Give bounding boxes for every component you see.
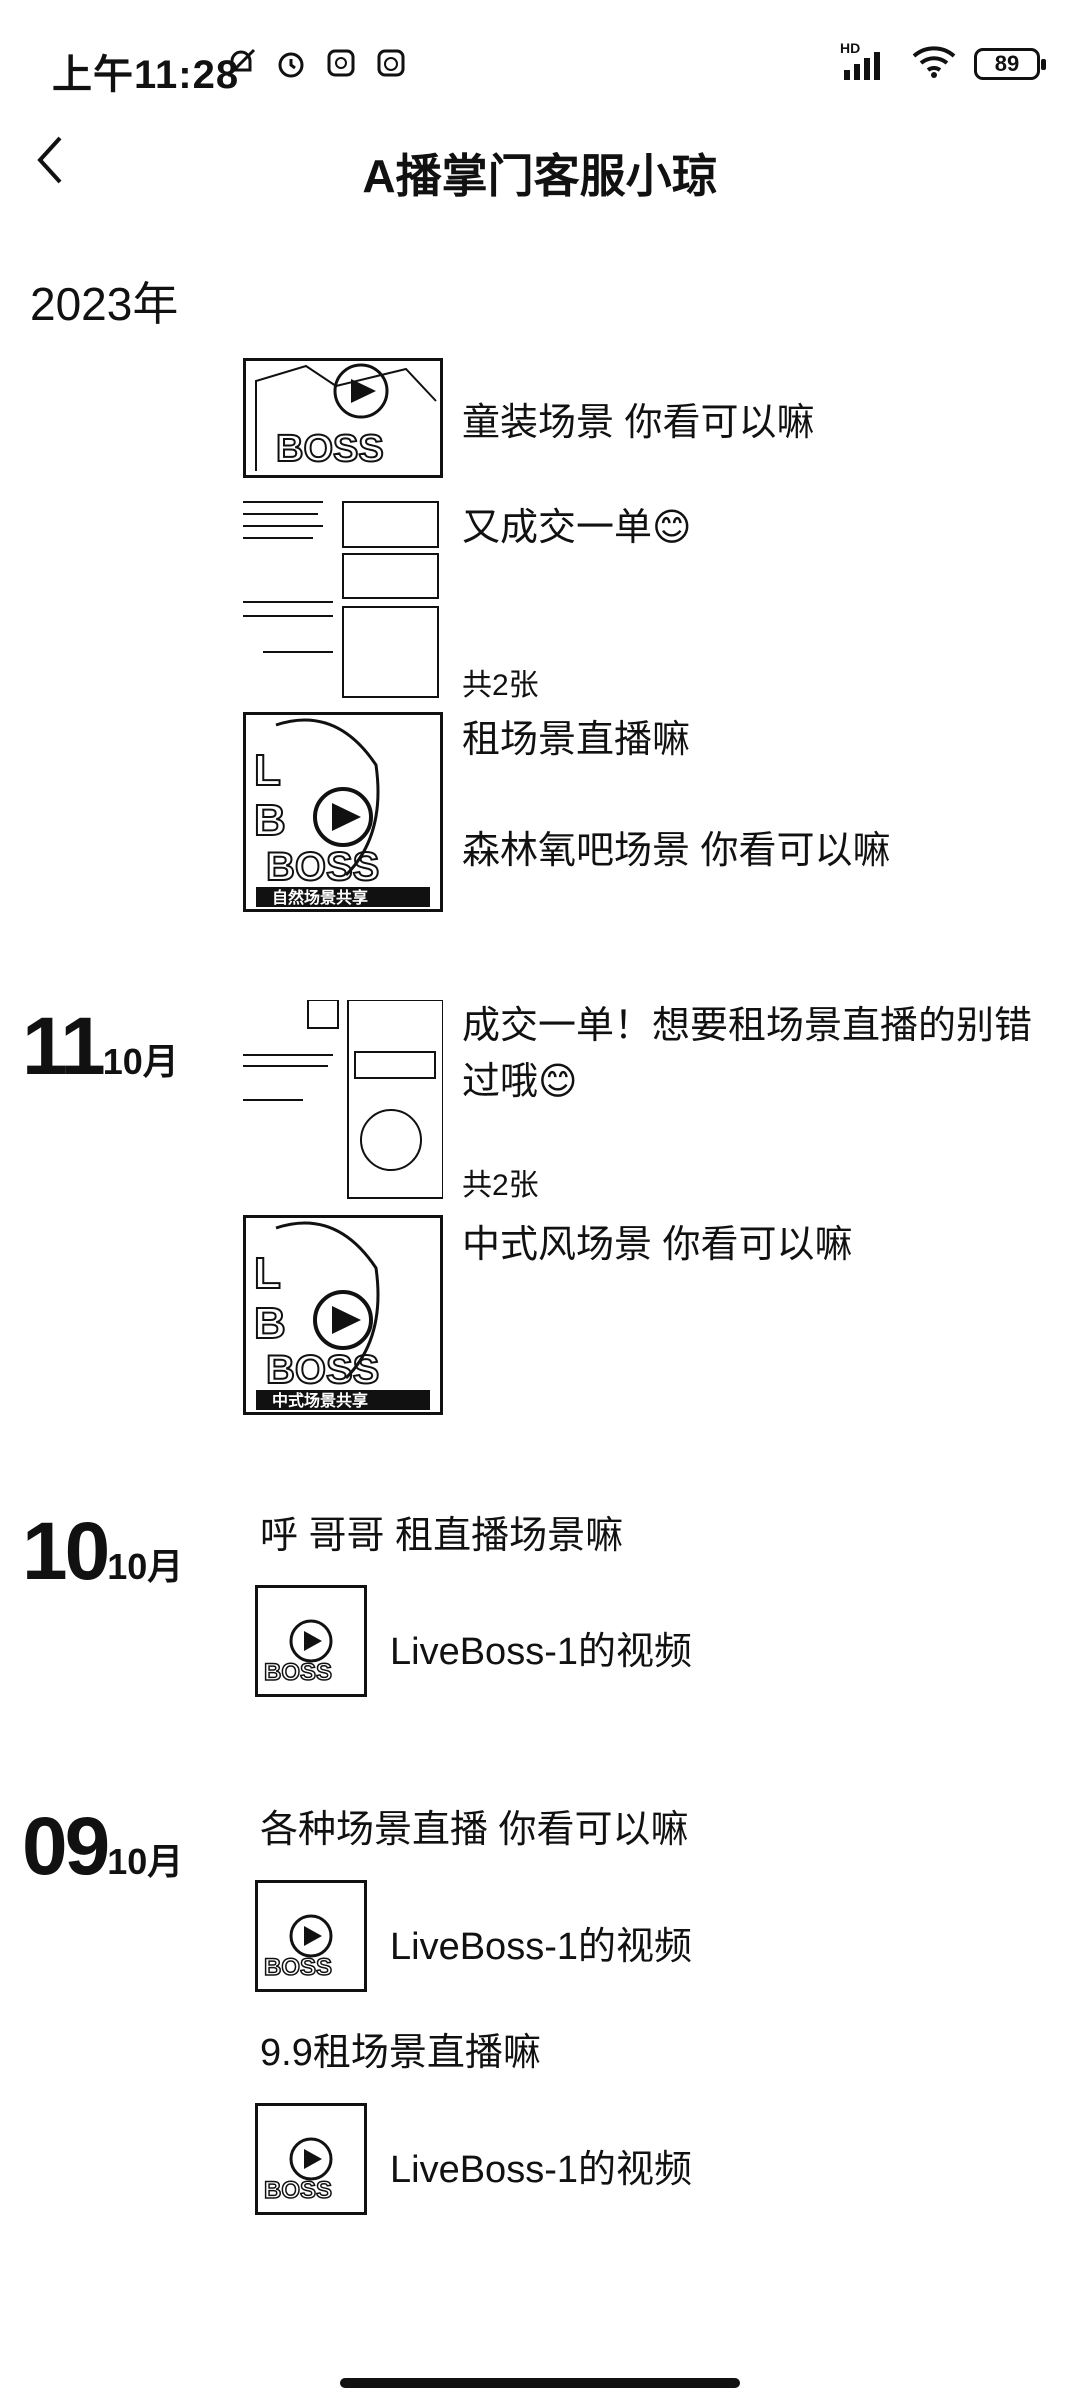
- video-title[interactable]: LiveBoss-1的视频: [390, 1926, 692, 1968]
- post-caption[interactable]: 呼 哥哥 租直播场景嘛: [260, 1515, 624, 1557]
- year-label: 2023年: [30, 278, 179, 330]
- post-caption[interactable]: 租场景直播嘛: [462, 719, 691, 761]
- poster-tag: 中式场景共享: [272, 1391, 368, 1410]
- svg-text:BOSS: BOSS: [264, 1954, 332, 1981]
- video-thumbnail[interactable]: BOSS: [255, 2103, 367, 2215]
- poster-boss-text: BOSS: [266, 845, 379, 889]
- post-thumbnail-doc[interactable]: [243, 999, 444, 1200]
- day-number: 11: [22, 1001, 106, 1092]
- video-thumbnail[interactable]: BOSS: [255, 1880, 367, 1992]
- month-label: 10月: [107, 1546, 184, 1587]
- svg-text:B: B: [254, 1299, 286, 1348]
- post-caption-line2[interactable]: 过哦😊: [462, 1061, 578, 1103]
- svg-text:B: B: [254, 796, 286, 845]
- photo-count: 共2张: [462, 1169, 539, 1202]
- day-number: 10: [22, 1506, 110, 1597]
- alarm-icon: [272, 44, 310, 82]
- battery-level: 89: [994, 50, 1020, 76]
- date-label-09: 0910月: [22, 1800, 183, 1894]
- app-notification-icon: [322, 44, 360, 82]
- page-title: A播掌门客服小琼: [362, 150, 718, 202]
- video-title[interactable]: LiveBoss-1的视频: [390, 1631, 692, 1673]
- signal-icon: HD: [840, 40, 894, 82]
- svg-text:L: L: [254, 1249, 281, 1298]
- signal-hd-label: HD: [840, 39, 861, 56]
- date-label-11: 1110月: [22, 1000, 179, 1094]
- app-notification-icon-2: [372, 44, 410, 82]
- poster-tag: 自然场景共享: [272, 888, 368, 907]
- status-time: 上午11:28: [52, 53, 240, 97]
- back-button[interactable]: [30, 130, 90, 200]
- post-caption[interactable]: 各种场景直播 你看可以嘛: [260, 1809, 689, 1851]
- photo-count: 共2张: [462, 669, 539, 702]
- wifi-icon: [912, 44, 956, 83]
- poster-boss-text: BOSS: [266, 1348, 379, 1392]
- play-icon: BOSS: [263, 1619, 333, 1687]
- video-title[interactable]: LiveBoss-1的视频: [390, 2149, 692, 2191]
- status-bar: 上午11:28 HD 89: [0, 0, 1080, 130]
- status-right-group: HD 89: [840, 40, 1046, 83]
- post-caption[interactable]: 成交一单！想要租场景直播的别错: [462, 1005, 1033, 1047]
- mute-icon: [222, 44, 260, 82]
- video-thumbnail[interactable]: BOSS: [255, 1585, 367, 1697]
- day-number: 09: [22, 1801, 110, 1892]
- chevron-left-icon: [37, 136, 62, 184]
- post-thumbnail-chinese-scene[interactable]: L B BOSS 中式场景共享: [243, 1215, 443, 1415]
- month-label: 10月: [102, 1041, 179, 1082]
- svg-text:L: L: [254, 746, 281, 795]
- play-icon: BOSS: [263, 1914, 333, 1982]
- post-caption[interactable]: 童装场景 你看可以嘛: [462, 402, 815, 444]
- play-icon: BOSS: [263, 2137, 333, 2205]
- post-caption[interactable]: 又成交一单😊: [462, 507, 692, 549]
- post-caption[interactable]: 9.9租场景直播嘛: [260, 2032, 541, 2074]
- svg-text:BOSS: BOSS: [276, 428, 384, 470]
- post-thumbnail-doc[interactable]: [243, 492, 443, 702]
- month-label: 10月: [107, 1841, 184, 1882]
- post-caption[interactable]: 中式风场景 你看可以嘛: [462, 1224, 853, 1266]
- svg-text:BOSS: BOSS: [264, 2177, 332, 2204]
- svg-text:BOSS: BOSS: [264, 1659, 332, 1686]
- post-caption[interactable]: 森林氧吧场景 你看可以嘛: [462, 830, 891, 872]
- date-label-10: 1010月: [22, 1505, 183, 1599]
- home-indicator[interactable]: [340, 2378, 740, 2388]
- battery-indicator: 89: [974, 47, 1046, 80]
- post-thumbnail-forest-scene[interactable]: L B BOSS 自然场景共享: [243, 712, 443, 912]
- post-thumbnail-kids-scene[interactable]: BOSS: [243, 358, 443, 478]
